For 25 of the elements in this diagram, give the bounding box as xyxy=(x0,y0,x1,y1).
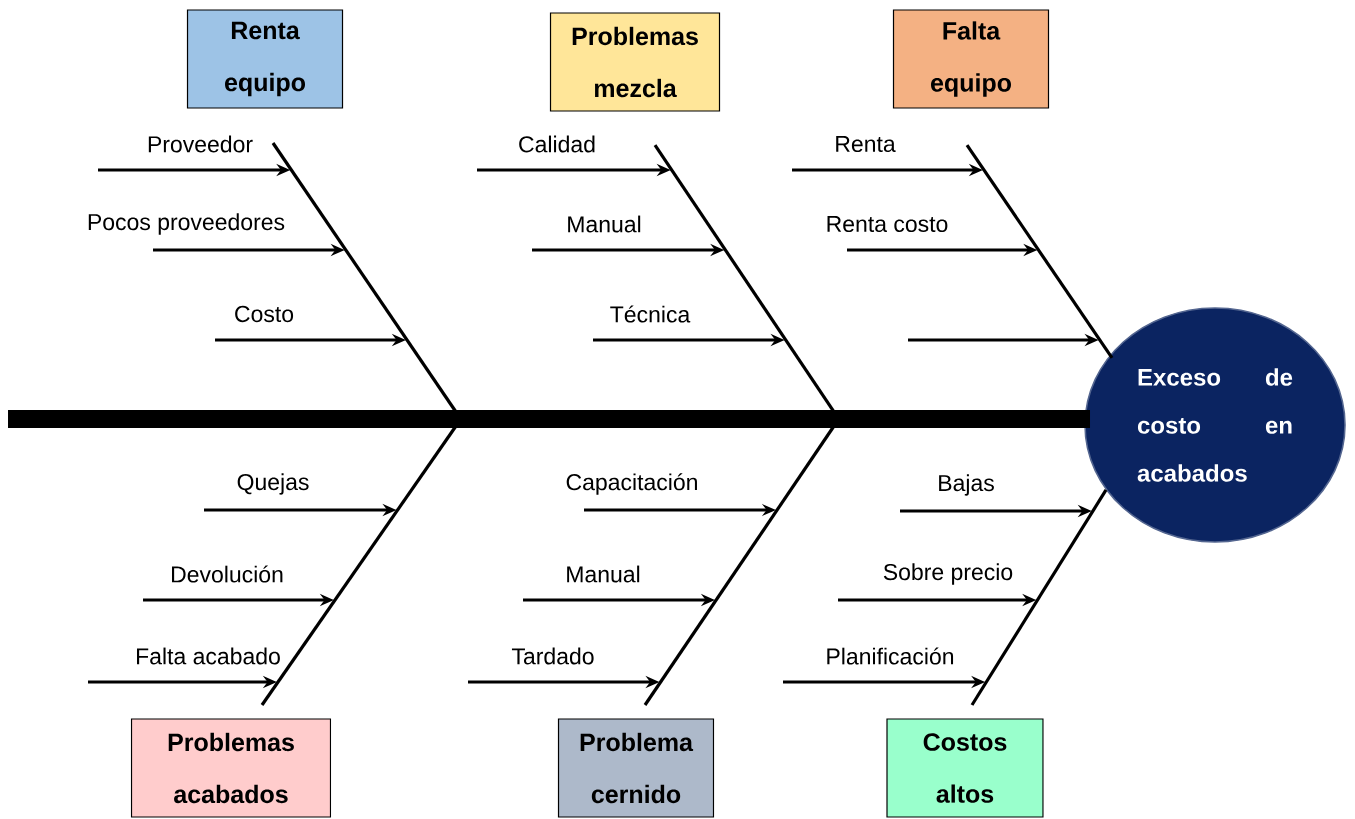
edge-label: Sobre precio xyxy=(883,563,1013,585)
edge-label: Técnica xyxy=(610,305,691,323)
category-box: Problemas mezcla xyxy=(549,12,721,112)
edge-label: Renta costo xyxy=(827,216,948,232)
bone-line xyxy=(965,144,1114,359)
edge-label: Tardado xyxy=(511,647,594,665)
edge-label: Manual xyxy=(567,565,640,583)
category-box: Problema cernido xyxy=(557,718,715,818)
category-box: Falta equipo xyxy=(892,9,1050,109)
category-box: Renta equipo xyxy=(186,9,344,109)
edge-label: Pocos proveedores xyxy=(88,213,285,235)
edge-label: Devolución xyxy=(172,565,283,583)
edge-label: Planificación xyxy=(827,647,954,665)
edge-label: Quejas xyxy=(237,473,309,495)
edge-label: Calidad xyxy=(519,135,595,153)
category-box: Costos altos xyxy=(886,718,1044,818)
category-box: Problemas acabados xyxy=(130,718,332,818)
edge-label: Costo xyxy=(235,305,294,323)
edge-label: Falta acabado xyxy=(137,647,280,665)
edge-label: Bajas xyxy=(939,474,994,496)
spine-bar xyxy=(8,410,1090,428)
edge-label: Renta xyxy=(836,136,896,152)
edge-label: Capacitación xyxy=(566,473,697,495)
edge-label: Proveedor xyxy=(148,135,253,153)
edge-label: Manual xyxy=(568,215,641,233)
